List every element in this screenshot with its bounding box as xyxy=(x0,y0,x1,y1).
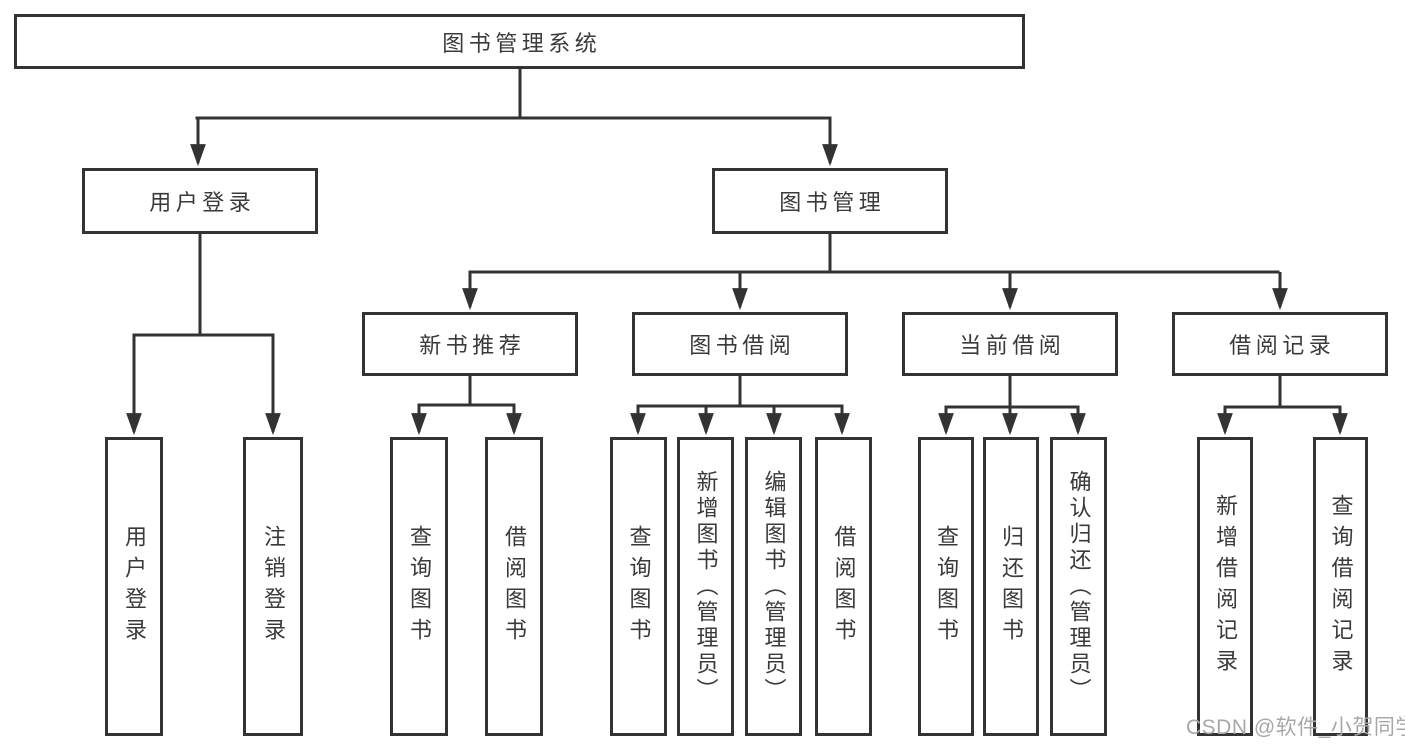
leaf-query-books-current: 查询图书 xyxy=(918,437,974,736)
leaf-add-book-admin: 新增图书（管理员） xyxy=(677,437,734,736)
node-label: 注销登录 xyxy=(261,524,286,649)
leaf-query-books-recommend: 查询图书 xyxy=(390,437,448,736)
leaf-edit-book-admin: 编辑图书（管理员） xyxy=(745,437,802,736)
node-label: 查询借阅记录 xyxy=(1328,493,1354,680)
node-current-borrowing: 当前借阅 xyxy=(902,312,1118,376)
leaf-confirm-return-admin: 确认归还（管理员） xyxy=(1050,437,1107,736)
node-label: 编辑图书（管理员） xyxy=(761,469,787,704)
node-label: 图书管理 xyxy=(779,190,886,215)
node-label: 新书推荐 xyxy=(419,333,526,358)
leaf-logout: 注销登录 xyxy=(243,437,303,736)
node-root: 图书管理系统 xyxy=(14,14,1025,69)
node-new-book-recommend: 新书推荐 xyxy=(362,312,578,376)
node-label: 借阅图书 xyxy=(831,524,857,649)
node-label: 新增图书（管理员） xyxy=(693,469,719,704)
node-borrow-records: 借阅记录 xyxy=(1172,312,1388,376)
node-book-borrowing: 图书借阅 xyxy=(632,312,848,376)
node-label: 用户登录 xyxy=(149,190,256,215)
node-label: 确认归还（管理员） xyxy=(1066,469,1092,704)
node-label: 借阅图书 xyxy=(502,524,527,649)
node-label: 图书借阅 xyxy=(689,333,796,358)
leaf-query-books-borrowing: 查询图书 xyxy=(610,437,667,736)
leaf-add-borrow-record: 新增借阅记录 xyxy=(1197,437,1253,736)
leaf-borrow-books-recommend: 借阅图书 xyxy=(485,437,543,736)
leaf-query-borrow-record: 查询借阅记录 xyxy=(1313,437,1368,736)
node-label: 新增借阅记录 xyxy=(1213,493,1238,680)
node-label: 归还图书 xyxy=(999,524,1024,649)
node-book-management: 图书管理 xyxy=(712,168,948,234)
node-label: 借阅记录 xyxy=(1229,333,1336,358)
node-label: 查询图书 xyxy=(407,524,432,649)
node-label: 图书管理系统 xyxy=(442,30,602,56)
node-label: 当前借阅 xyxy=(959,333,1066,358)
node-label: 查询图书 xyxy=(934,524,959,649)
leaf-return-books: 归还图书 xyxy=(983,437,1039,736)
leaf-borrow-books: 借阅图书 xyxy=(815,437,872,736)
leaf-user-login: 用户登录 xyxy=(105,437,163,736)
node-label: 用户登录 xyxy=(122,524,147,649)
node-user-login: 用户登录 xyxy=(82,168,318,234)
csdn-watermark: CSDN @软件_小贺同学 xyxy=(1186,716,1405,739)
node-label: 查询图书 xyxy=(626,524,652,649)
